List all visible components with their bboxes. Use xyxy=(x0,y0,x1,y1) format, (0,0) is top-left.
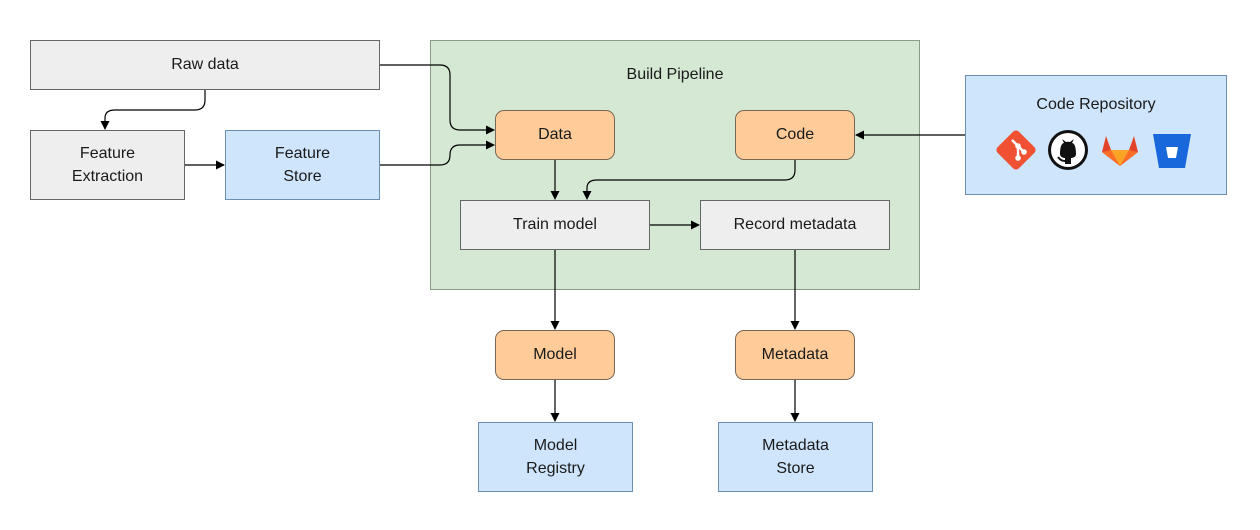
train-model-node: Train model xyxy=(460,200,650,250)
edge-raw-data-to-feature-extraction xyxy=(100,90,206,130)
data-node: Data xyxy=(495,110,615,160)
metadata-node: Metadata xyxy=(735,330,855,380)
code-node: Code xyxy=(735,110,855,160)
git-icon xyxy=(994,128,1038,172)
github-icon xyxy=(1046,128,1090,172)
gitlab-icon xyxy=(1098,128,1142,172)
model-node: Model xyxy=(495,330,615,380)
feature-extraction-node: Feature Extraction xyxy=(30,130,185,200)
build-pipeline-title: Build Pipeline xyxy=(626,66,724,83)
metadata-store-node: Metadata Store xyxy=(718,422,873,492)
raw-data-node: Raw data xyxy=(30,40,380,90)
model-registry-node: Model Registry xyxy=(478,422,633,492)
code-repository-title: Code Repository xyxy=(1036,96,1156,113)
record-metadata-node: Record metadata xyxy=(700,200,890,250)
code-repository-box: Code Repository xyxy=(965,75,1227,195)
bitbucket-icon xyxy=(1150,128,1194,172)
feature-store-node: Feature Store xyxy=(225,130,380,200)
